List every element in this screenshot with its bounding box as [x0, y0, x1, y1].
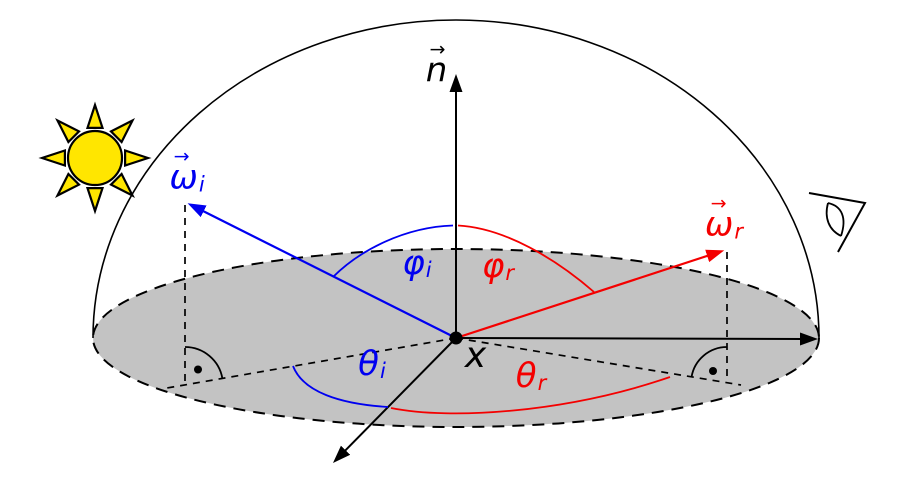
eye-icon: [808, 192, 867, 253]
sun-icon: [38, 101, 152, 215]
incident-projection-line: [166, 337, 457, 389]
phi-i-arc: [332, 224, 454, 278]
left-right-angle-dot: [194, 365, 202, 374]
x-axis: [455, 332, 818, 346]
phi-r-arc: [457, 224, 595, 293]
theta-r-arc: [390, 376, 671, 415]
y-axis: [332, 337, 457, 463]
sun-disc: [66, 129, 124, 187]
left-right-angle-arc: [184, 346, 224, 379]
right-angle-markers: [184, 346, 728, 379]
origin-point: [449, 331, 463, 345]
right-right-angle-arc: [690, 346, 728, 378]
angle-arcs: [292, 224, 671, 415]
right-right-angle-dot: [709, 367, 717, 375]
theta-i-arc: [292, 365, 389, 408]
axes: [332, 74, 818, 463]
reflected-ray: [455, 249, 725, 340]
incident-ray: [187, 203, 457, 339]
hemisphere-arc: [92, 19, 820, 339]
projection-lines: [166, 205, 742, 389]
reflected-projection-line: [455, 337, 742, 386]
